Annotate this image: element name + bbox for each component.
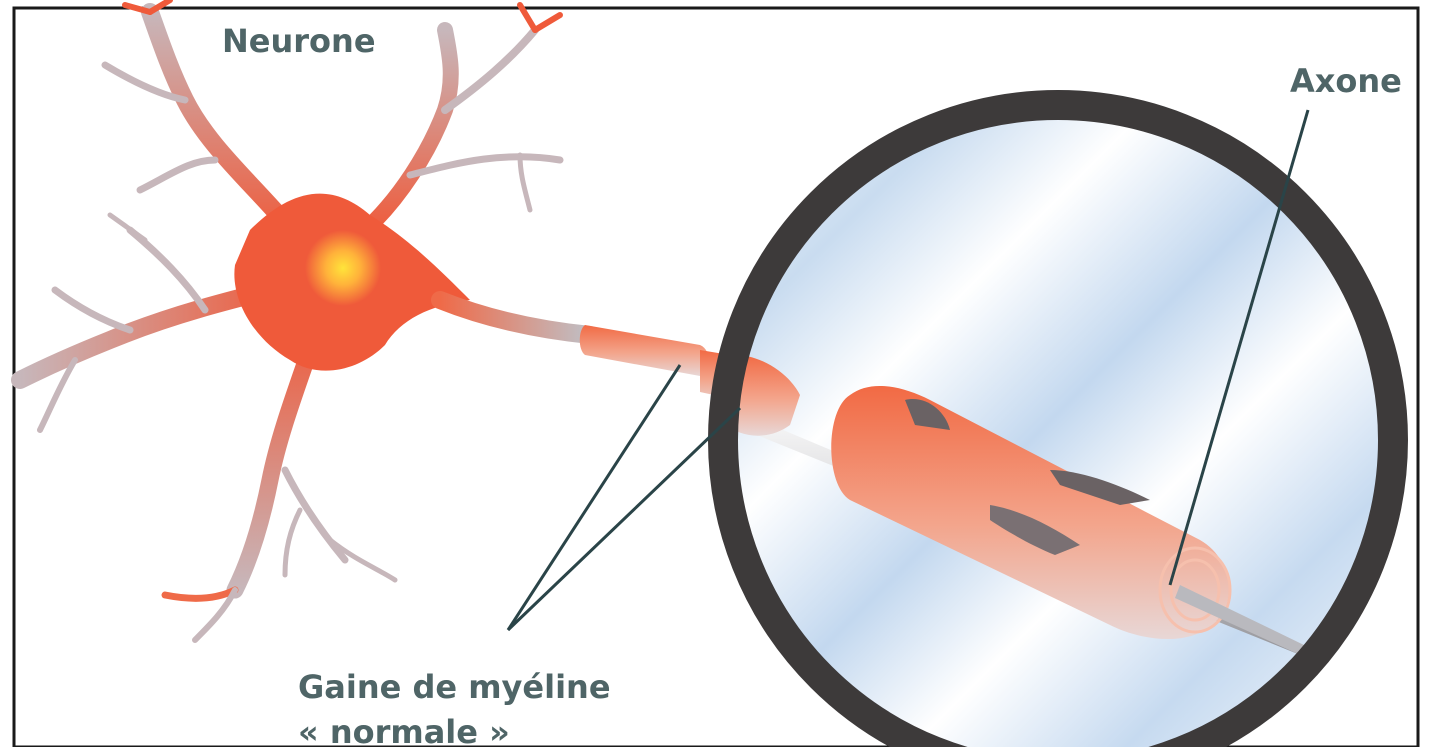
leader-myelin-2 <box>508 408 740 630</box>
neuron-cell-icon <box>20 0 771 640</box>
label-myelin-line1: Gaine de myéline <box>298 668 611 706</box>
axon-initial-segment <box>440 300 590 335</box>
neuron-nucleus <box>305 230 381 306</box>
small-myelin-segment <box>580 325 709 376</box>
magnifier-lens-icon <box>695 105 1393 747</box>
label-myelin-line2: « normale » <box>298 713 510 747</box>
leader-myelin-1 <box>508 365 680 630</box>
label-neuron: Neurone <box>222 22 376 60</box>
label-axon: Axone <box>1290 62 1402 100</box>
